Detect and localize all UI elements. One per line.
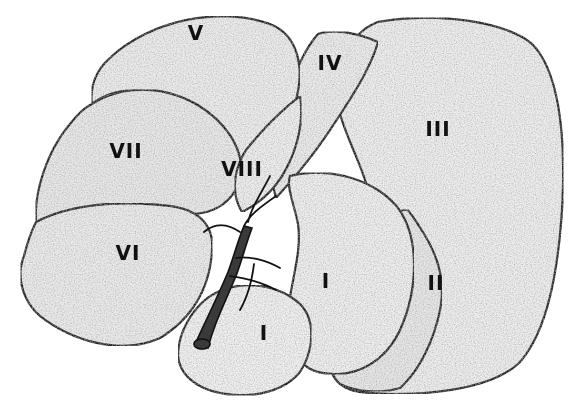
label-segment-VI: VI <box>116 241 141 265</box>
label-segment-I-lower: I <box>260 321 268 345</box>
label-segment-IV: IV <box>318 51 343 75</box>
label-segment-VII: VII <box>109 139 142 163</box>
label-segment-I-right: I <box>322 269 330 293</box>
label-segment-II: II <box>428 271 445 295</box>
label-segment-III: III <box>425 117 450 141</box>
segment-VI-shape <box>21 203 213 345</box>
label-segment-VIII: VIII <box>221 157 263 181</box>
label-segment-V: V <box>188 21 204 45</box>
